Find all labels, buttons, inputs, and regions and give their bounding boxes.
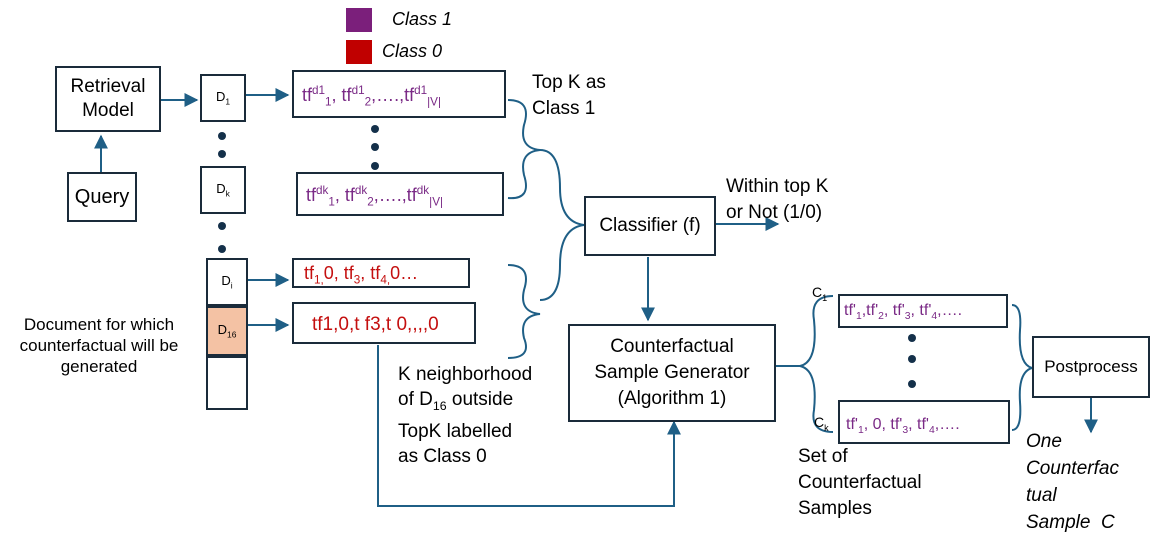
ellipsis-dot (218, 132, 226, 140)
doc-d16-box: D16 (206, 306, 248, 356)
vector-di-box: tf1,0, tf3, tf4,0… (292, 258, 470, 288)
brace-neighborhood (507, 264, 541, 359)
document-note: Document for which counterfactual will b… (19, 315, 179, 376)
retrieval-model-label: Retrieval Model (70, 76, 146, 121)
ck-label: Ck (814, 414, 829, 433)
postprocess-label: Postprocess (1044, 357, 1138, 376)
ellipsis-dot (371, 143, 379, 151)
generator-box: Counterfactual Sample Generator (Algorit… (568, 324, 776, 422)
ellipsis-dot (371, 125, 379, 133)
ellipsis-dot (908, 334, 916, 342)
doc-d1-box: D1 (200, 74, 246, 122)
within-top-k-label: Within top K or Not (1/0) (726, 176, 829, 223)
ellipsis-dot (908, 380, 916, 388)
vector-d1-box: tfd11, tfd12,….,tfd1|V| (292, 70, 506, 118)
counterfactual-c1-box: tf'1,tf'2, tf'3, tf'4,…. (838, 294, 1008, 328)
vector-dk-box: tfdk1, tfdk2,….,tfdk|V| (296, 172, 504, 216)
brace-output (1011, 304, 1036, 431)
query-box: Query (67, 172, 137, 222)
doc-d1-label: D1 (215, 89, 231, 107)
doc-d16-label: D16 (217, 322, 237, 340)
ellipsis-dot (218, 222, 226, 230)
postprocess-box: Postprocess (1032, 336, 1150, 398)
doc-empty-box (206, 356, 248, 410)
legend-class0-swatch (346, 40, 372, 64)
doc-dk-label: Dk (216, 181, 230, 199)
set-of-counterfactuals-label: Set of Counterfactual Samples (798, 446, 922, 519)
retrieval-model-box: Retrieval Model (55, 66, 161, 132)
c1-label: C1 (812, 284, 828, 303)
ellipsis-dot (218, 150, 226, 158)
legend-class1-swatch (346, 8, 372, 32)
doc-di-label: Di (221, 273, 233, 291)
legend-class1-label: Class 1 (392, 9, 453, 29)
generator-label: Counterfactual Sample Generator (Algorit… (594, 336, 750, 409)
k-neighborhood-label: K neighborhood of D16 outside TopK label… (398, 364, 533, 467)
legend-class0-label: Class 0 (382, 41, 443, 61)
vector-d16-box: tf1,0,t f3,t 0,,,,0 (292, 302, 476, 344)
ellipsis-dot (908, 355, 916, 363)
classifier-box: Classifier (f) (584, 196, 716, 256)
ellipsis-dot (371, 162, 379, 170)
top-k-label: Top K as Class 1 (532, 72, 606, 119)
doc-di-box: Di (206, 258, 248, 306)
arrow-d16-vector-to-generator (377, 345, 681, 507)
brace-to-classifier (539, 149, 585, 301)
query-label: Query (74, 185, 130, 208)
counterfactual-ck-box: tf'1, 0, tf'3, tf'4,…. (838, 400, 1010, 444)
ellipsis-dot (218, 245, 226, 253)
doc-dk-box: Dk (200, 166, 246, 214)
brace-counterfactual-set (799, 295, 834, 433)
classifier-label: Classifier (f) (599, 215, 701, 236)
output-label: One Counterfac tual Sample C (1026, 431, 1119, 533)
